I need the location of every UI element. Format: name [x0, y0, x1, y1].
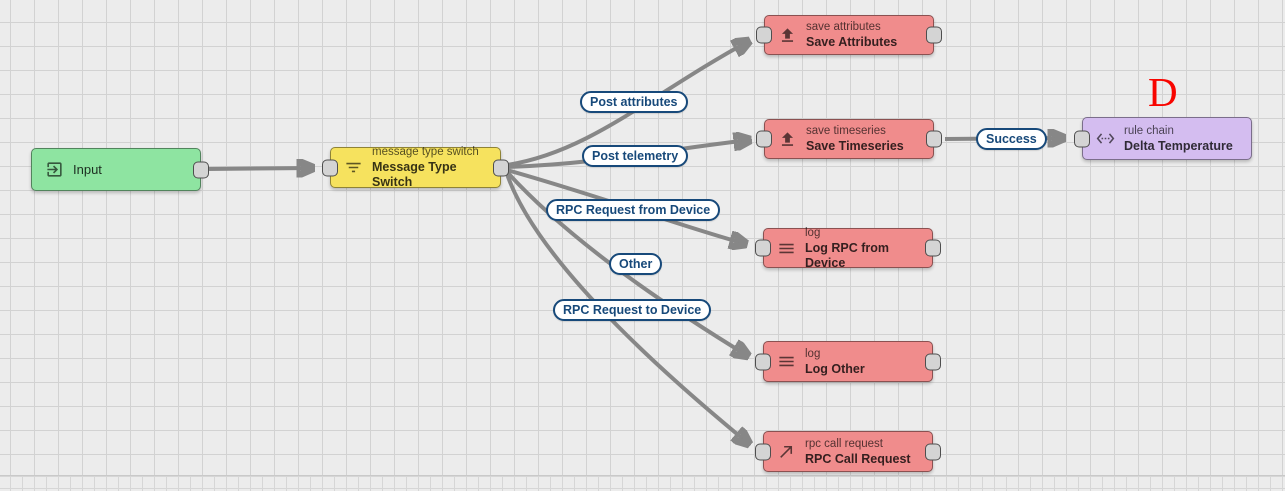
output-port[interactable] [926, 130, 942, 148]
call-made-icon [776, 442, 796, 462]
menu-icon [776, 352, 796, 372]
output-port[interactable] [925, 353, 941, 370]
ethernet-icon [1095, 129, 1115, 149]
canvas-bottom-strip [0, 475, 1285, 491]
input-port[interactable] [756, 26, 772, 44]
node-type-label: log [805, 347, 821, 360]
link-label-post-telemetry[interactable]: Post telemetry [582, 145, 689, 167]
node-input[interactable]: Input [31, 148, 209, 191]
node-name-label: Log Other [805, 361, 865, 376]
node-save-attributes[interactable]: save attributes Save Attributes [756, 15, 942, 55]
node-log-rpc-from-device[interactable]: log Log RPC from Device [755, 226, 941, 270]
node-type-label: rule chain [1124, 124, 1174, 137]
link-label-post-attributes[interactable]: Post attributes [580, 91, 688, 113]
node-name-label: Log RPC from Device [805, 240, 890, 270]
node-name-label: Delta Temperature [1124, 138, 1233, 153]
node-save-timeseries[interactable]: save timeseries Save Timeseries [756, 119, 942, 159]
output-port[interactable] [493, 159, 509, 176]
node-type-label: save attributes [806, 21, 881, 33]
input-port[interactable] [755, 443, 771, 460]
node-delta-temperature[interactable]: rule chain Delta Temperature [1074, 117, 1252, 160]
input-port[interactable] [1074, 130, 1090, 147]
input-port[interactable] [755, 239, 771, 257]
input-port[interactable] [755, 353, 771, 370]
link-label-other[interactable]: Other [609, 253, 663, 275]
output-port[interactable] [925, 239, 941, 257]
node-name-label: Save Attributes [806, 35, 898, 49]
upload-icon [777, 25, 797, 45]
input-port[interactable] [756, 130, 772, 148]
filter-icon [343, 158, 363, 178]
link-label-rpc-request-to-device[interactable]: RPC Request to Device [553, 299, 712, 321]
output-port[interactable] [925, 443, 941, 460]
output-port[interactable] [193, 161, 209, 178]
node-type-label: message type switch [372, 146, 479, 158]
link-label-rpc-request-from-device[interactable]: RPC Request from Device [546, 199, 721, 221]
node-log-other[interactable]: log Log Other [755, 341, 941, 382]
edge-input-to-switch[interactable] [206, 168, 313, 169]
node-type-label: log [805, 226, 821, 239]
node-name-label: Message Type Switch [372, 160, 457, 189]
node-message-type-switch[interactable]: message type switch Message Type Switch [322, 146, 509, 189]
input-port[interactable] [322, 159, 338, 176]
menu-icon [776, 238, 796, 258]
node-name-label: Save Timeseries [806, 139, 904, 153]
node-rpc-call-request[interactable]: rpc call request RPC Call Request [755, 431, 941, 472]
upload-icon [777, 129, 797, 149]
edge-rpc-request-to-device[interactable] [505, 173, 749, 444]
edge-other[interactable] [505, 170, 748, 356]
node-name-label: RPC Call Request [805, 451, 911, 466]
node-type-label: rpc call request [805, 437, 883, 450]
output-port[interactable] [926, 26, 942, 44]
node-type-label: save timeseries [806, 125, 886, 137]
link-label-success[interactable]: Success [976, 128, 1047, 150]
edge-post-attributes[interactable] [506, 41, 749, 167]
login-icon [44, 160, 64, 180]
annotation-letter-d: D [1148, 69, 1178, 115]
node-name-label: Input [73, 162, 102, 177]
